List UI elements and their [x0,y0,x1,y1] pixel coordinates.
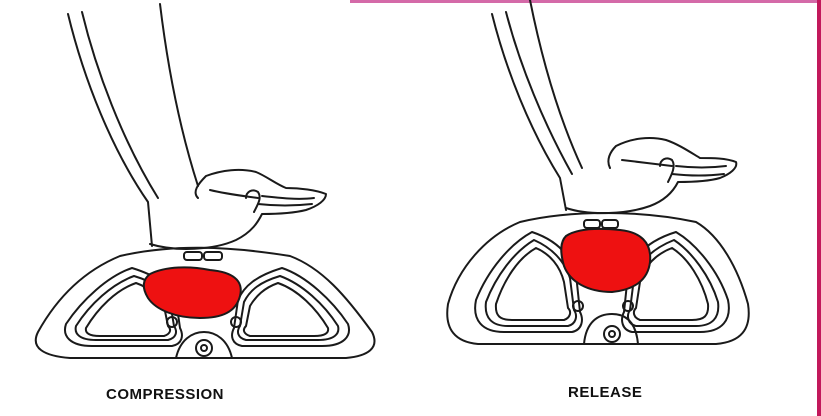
released-heart [561,229,650,292]
compression-panel [0,0,400,380]
compression-hands [150,170,326,249]
compressed-heart [144,267,241,318]
compression-arm [68,14,152,246]
release-spine [584,314,638,344]
release-panel [420,0,780,380]
release-arm [492,14,566,210]
compression-illustration [0,0,400,380]
release-illustration [420,0,780,380]
frame-right-border [817,0,821,416]
compression-caption: COMPRESSION [106,386,224,403]
release-caption: RELEASE [568,384,642,401]
